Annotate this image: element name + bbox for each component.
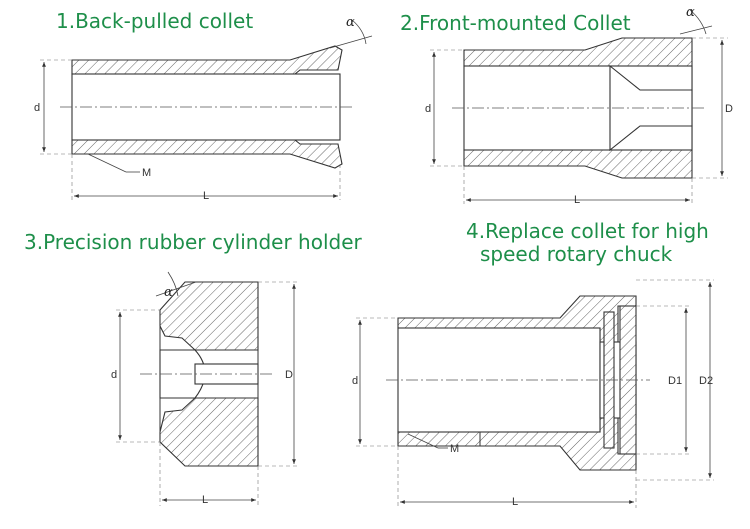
title-precision-rubber-cylinder-holder: 3.Precision rubber cylinder holder xyxy=(24,230,363,254)
collet1-M-label: M xyxy=(142,167,151,179)
collet4-L-label: L xyxy=(512,496,518,508)
collet1-L-label: L xyxy=(203,190,209,202)
holder3-top-wall xyxy=(159,281,259,351)
holder3-d-label: d xyxy=(111,369,117,381)
title-replace-collet-line1: 4.Replace collet for high xyxy=(466,219,709,243)
title-replace-collet-line2: speed rotary chuck xyxy=(480,242,673,266)
collet1-alpha-label: α xyxy=(346,15,355,30)
collet2-L-label: L xyxy=(574,194,580,206)
collet1-bottom-wall xyxy=(71,139,343,169)
collet1-top-wall xyxy=(71,45,343,75)
holder3-bottom-wall xyxy=(159,397,259,467)
diagram-back-pulled-collet: d L M α xyxy=(34,15,373,202)
diagram-precision-rubber-cylinder-holder: d D L α xyxy=(111,271,300,506)
holder3-D-label: D xyxy=(285,369,293,381)
collet4-D1-label: D1 xyxy=(668,375,682,387)
collet4-d-label: d xyxy=(352,375,358,387)
title-front-mounted-collet: 2.Front-mounted Collet xyxy=(400,11,631,35)
collet2-alpha-label: α xyxy=(686,5,695,20)
collet2-d-label: d xyxy=(425,103,431,115)
collet4-D2-label: D2 xyxy=(699,375,713,387)
title-back-pulled-collet: 1.Back-pulled collet xyxy=(56,9,253,33)
collet2-D-label: D xyxy=(725,103,733,115)
diagram-replace-collet-rotary-chuck: d D1 D2 L M xyxy=(352,279,714,508)
collet4-M-label: M xyxy=(450,443,459,455)
diagram-front-mounted-collet: d D L α xyxy=(425,5,733,206)
holder3-L-label: L xyxy=(202,494,208,506)
holder3-alpha-label: α xyxy=(164,285,173,300)
collet1-d-label: d xyxy=(34,102,40,114)
